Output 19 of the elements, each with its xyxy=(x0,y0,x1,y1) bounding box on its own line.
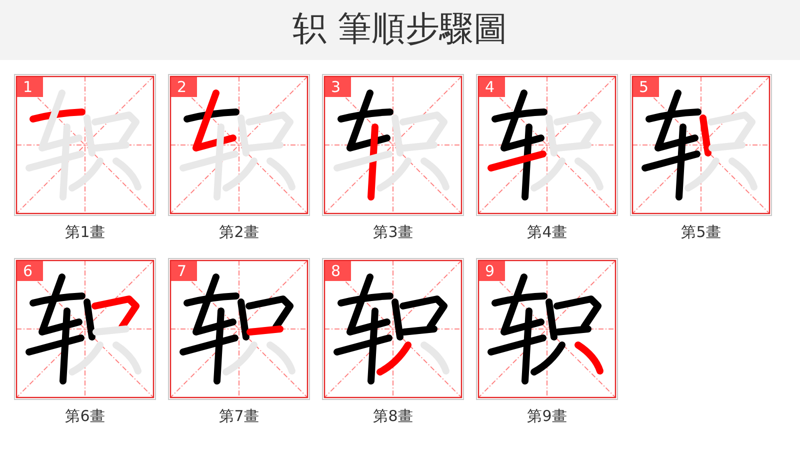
step-number-tag: 6 xyxy=(17,261,43,281)
step-caption: 第7畫 xyxy=(218,407,260,425)
step-caption: 第5畫 xyxy=(680,223,722,241)
step-number-tag: 4 xyxy=(479,77,505,97)
step-caption: 第2畫 xyxy=(218,223,260,241)
step-caption: 第4畫 xyxy=(526,223,568,241)
step-caption: 第6畫 xyxy=(64,407,106,425)
step-caption: 第3畫 xyxy=(372,223,414,241)
step-caption: 第9畫 xyxy=(526,407,568,425)
step-number-tag: 8 xyxy=(325,261,351,281)
step-number-tag: 2 xyxy=(171,77,197,97)
step-number-tag: 7 xyxy=(171,261,197,281)
title: 轵 筆順步驟圖 xyxy=(292,8,508,50)
step-caption: 第8畫 xyxy=(372,407,414,425)
step-number-tag: 9 xyxy=(479,261,505,281)
step-number-tag: 1 xyxy=(17,77,43,97)
step-number-tag: 3 xyxy=(325,77,351,97)
step-caption: 第1畫 xyxy=(64,223,106,241)
step-number-tag: 5 xyxy=(633,77,659,97)
